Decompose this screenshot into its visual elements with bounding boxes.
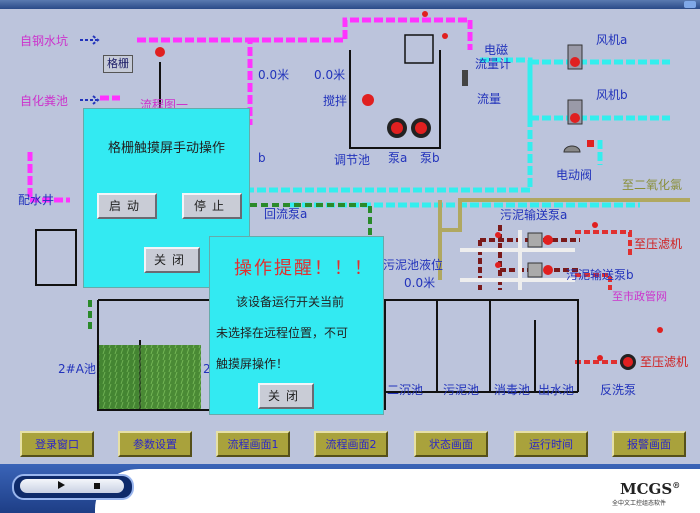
brand-mark: ® xyxy=(672,480,681,490)
playback-controls xyxy=(12,474,134,500)
label-disinfection-tank: 消毒池 xyxy=(494,383,531,397)
label-mixer: 搅拌 xyxy=(323,94,348,108)
label-2a-tank: 2#A池 xyxy=(58,362,96,376)
valve-tank-box xyxy=(404,34,434,64)
start-button[interactable]: 启动 xyxy=(97,193,157,219)
label-sludge-pump-b: 污泥输送泵b xyxy=(566,268,634,282)
play-icon[interactable] xyxy=(58,481,65,489)
flowmeter-icon xyxy=(462,70,468,86)
nav-parameter-settings[interactable]: 参数设置 xyxy=(118,431,192,457)
equipment xyxy=(155,11,663,370)
tank-outlines xyxy=(35,50,579,411)
magenta-pipes xyxy=(27,17,473,203)
sludge-level-value: 0.0米 xyxy=(404,276,436,290)
label-adjustment-tank: 调节池 xyxy=(334,153,371,167)
red-pipes xyxy=(575,230,632,364)
label-pump-b-left: b xyxy=(258,151,266,165)
olive-pipes xyxy=(438,198,690,280)
nav-run-time[interactable]: 运行时间 xyxy=(514,431,588,457)
warning-close-button[interactable]: 关闭 xyxy=(258,383,314,409)
nav-login-window[interactable]: 登录窗口 xyxy=(20,431,94,457)
label-sludge-tank: 污泥池 xyxy=(443,383,480,397)
label-to-filter-press-1: 至压滤机 xyxy=(634,237,683,251)
nav-flow-screen-2[interactable]: 流程画面2 xyxy=(314,431,388,457)
window-corner-button[interactable] xyxy=(684,1,696,8)
level-value-1: 0.0米 xyxy=(258,68,290,82)
label-to-chlorine-dioxide: 至二氧化氯 xyxy=(622,178,683,192)
label-electric-valve: 电动阀 xyxy=(556,168,593,182)
label-sludge-pump-a: 污泥输送泵a xyxy=(500,208,568,222)
stop-icon[interactable] xyxy=(94,483,100,489)
warning-line-2: 未选择在远程位置，不可 xyxy=(216,326,349,340)
label-return-pump: 回流泵a xyxy=(264,207,308,221)
level-value-2: 0.0米 xyxy=(314,68,346,82)
operation-warning-dialog: 操作提醒！！！ 该设备运行开关当前 未选择在远程位置，不可 触摸屏操作！ 关闭 xyxy=(209,236,384,415)
label-sludge-level: 污泥池液位 xyxy=(383,258,444,272)
stop-button[interactable]: 停止 xyxy=(182,193,242,219)
inflow-arrows xyxy=(80,35,100,105)
label-pump-b: 泵b xyxy=(420,151,440,165)
label-flow: 流量 xyxy=(477,92,502,106)
label-outlet-tank: 出水池 xyxy=(538,383,575,397)
warning-title: 操作提醒！！！ xyxy=(234,258,374,279)
brand-subtitle: 全中文工控组态软件 xyxy=(612,500,667,507)
label-fan-a: 风机a xyxy=(596,33,628,47)
manual-dialog-title: 格栅触摸屏手动操作 xyxy=(108,141,226,156)
label-electromagnetic: 电磁 xyxy=(484,43,509,57)
label-to-filter-press-2: 至压滤机 xyxy=(640,355,689,369)
green-pipes xyxy=(88,203,372,330)
label-to-municipal-network: 至市政管网 xyxy=(612,290,667,303)
brand-name: MCGS xyxy=(620,480,673,498)
label-from-septic-tank: 自化粪池 xyxy=(20,94,69,108)
electric-valve-icon xyxy=(563,145,581,153)
white-pipes xyxy=(460,230,575,290)
nav-status-screen[interactable]: 状态画面 xyxy=(414,431,488,457)
label-distribution-well: 配水井 xyxy=(18,193,55,207)
grille-button[interactable]: 格栅 xyxy=(103,55,133,73)
warning-line-3: 触摸屏操作！ xyxy=(216,357,289,371)
label-from-steel-pit: 自钢水坑 xyxy=(20,34,69,48)
manual-close-button[interactable]: 关闭 xyxy=(144,247,200,273)
label-flowmeter: 流量计 xyxy=(475,57,512,71)
label-fan-b: 风机b xyxy=(596,88,628,102)
grille-indicator xyxy=(155,47,165,57)
title-bar xyxy=(0,0,700,9)
cyan-pipes xyxy=(250,57,670,208)
nav-flow-screen-1[interactable]: 流程画面1 xyxy=(216,431,290,457)
mixer-indicator xyxy=(362,94,374,106)
bottom-bar xyxy=(0,464,700,513)
label-secondary-clarifier: 二沉池 xyxy=(387,383,424,397)
label-pump-a: 泵a xyxy=(388,151,408,165)
nav-alarm-screen[interactable]: 报警画面 xyxy=(612,431,686,457)
warning-line-1: 该设备运行开关当前 xyxy=(236,295,345,309)
label-backwash-pump: 反洗泵 xyxy=(600,383,637,397)
label-2-partial: 2 xyxy=(203,362,211,376)
brand-logo: MCGS® xyxy=(620,480,680,498)
